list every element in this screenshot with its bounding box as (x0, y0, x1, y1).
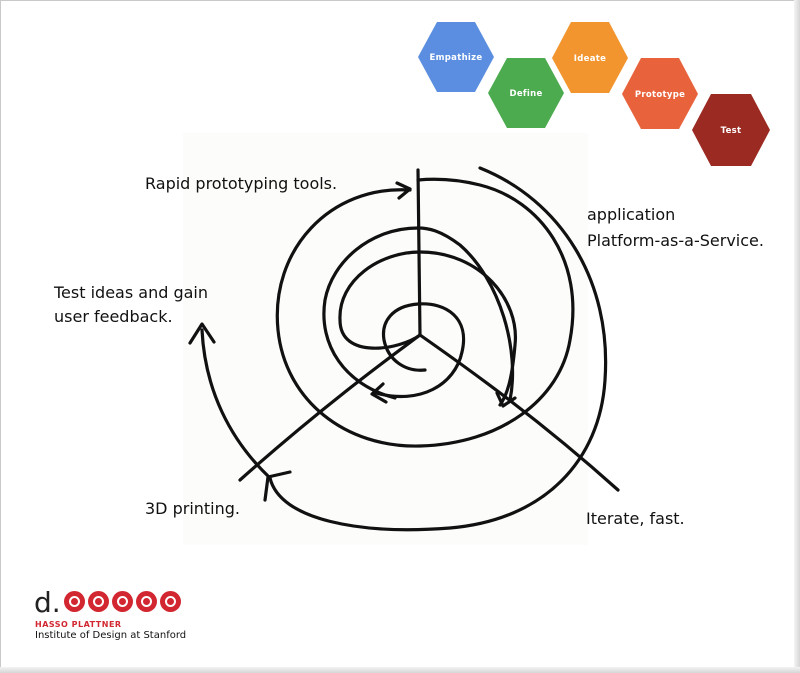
hexagon-test: Test (692, 94, 770, 166)
spiral-middle-connector (416, 226, 515, 402)
arrowhead-inner (370, 382, 388, 404)
logo-circle-icon (88, 591, 109, 612)
hexagon-prototype-label: Prototype (635, 90, 685, 100)
spiral-outermost-lower (268, 166, 608, 532)
arrowhead-bottom-left (263, 470, 292, 502)
hexagon-empathize: Empathize (418, 22, 494, 92)
hexagon-define-label: Define (509, 89, 542, 99)
label-iterate: Iterate, fast. (586, 509, 685, 528)
hexagon-test-label: Test (721, 126, 742, 136)
divider-line-right (418, 333, 620, 492)
arrowhead-top (395, 181, 412, 200)
logo-circle-icon (64, 591, 85, 612)
hexagon-test-shape (692, 94, 770, 166)
label-user-feedback: user feedback. (54, 307, 173, 326)
logo-circle-icon (136, 591, 157, 612)
frame-shadow-bottom (0, 667, 800, 673)
hexagon-define-shape (488, 58, 564, 128)
hexagon-ideate-shape (552, 22, 628, 93)
hexagon-empathize-label: Empathize (430, 53, 483, 63)
spiral-outer-ring (275, 177, 575, 448)
hexagon-prototype-shape (622, 58, 698, 129)
spiral-middle-inner (322, 226, 420, 400)
arrowhead-right (495, 391, 517, 408)
label-rapid-prototyping: Rapid prototyping tools. (145, 174, 338, 193)
logo-circle-icon (112, 591, 133, 612)
spiral-inner-turn (374, 302, 466, 399)
logo-subtitle: HASSO PLATTNER (35, 620, 122, 629)
logo-institute: Institute of Design at Stanford (35, 630, 187, 641)
hexagon-empathize-shape (418, 22, 494, 92)
frame-shadow-right (794, 0, 800, 673)
label-test-ideas: Test ideas and gain (54, 283, 208, 302)
spiral-outermost-left (200, 328, 272, 480)
label-application: application (587, 205, 676, 224)
spiral-sketch (188, 166, 620, 532)
spiral-middle-turn (338, 250, 517, 407)
hexagon-ideate-label: Ideate (574, 54, 606, 64)
hexagon-strip: Empathize Define Ideate Prototype Test (418, 22, 770, 166)
logo-mark: d. (34, 586, 61, 619)
hexagon-define: Define (488, 58, 564, 128)
logo-circle-icon (160, 591, 181, 612)
hexagon-prototype: Prototype (622, 58, 698, 129)
label-3d-printing: 3D printing. (145, 499, 241, 518)
arrowhead-left-up (188, 322, 216, 345)
logo-circles (64, 591, 181, 612)
label-paas: Platform-as-a-Service. (587, 231, 764, 250)
hexagon-ideate: Ideate (552, 22, 628, 93)
